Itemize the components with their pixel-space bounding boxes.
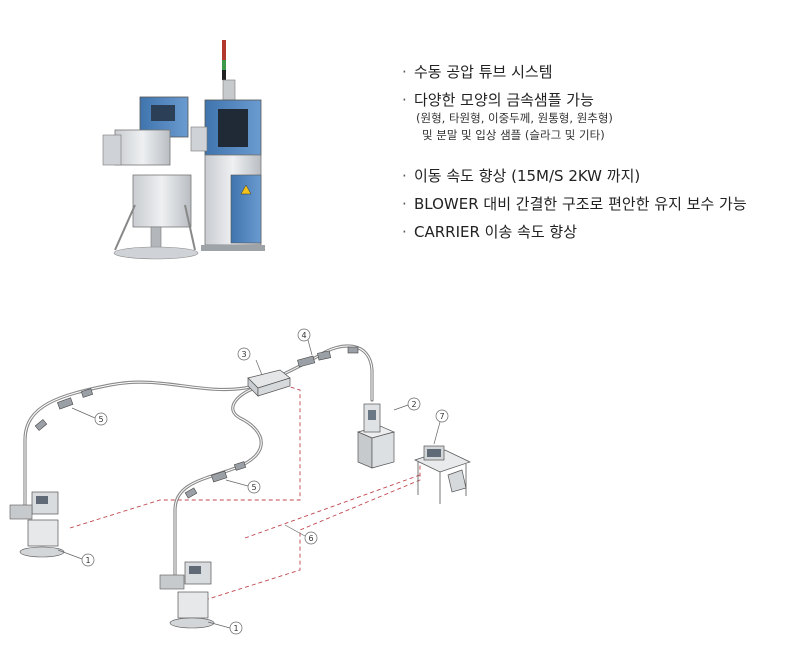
system-layout-diagram: 1 1 2 3 4 5 5 6 7 (9, 328, 471, 635)
feature-subtext: (원형, 타원형, 이중두께, 원통형, 원추형) (416, 111, 613, 125)
station-cabinet (356, 403, 396, 469)
callout-3: 3 (237, 347, 251, 361)
tube-fittings (34, 346, 359, 499)
callout-4: 4 (297, 328, 311, 342)
callout-2: 2 (407, 397, 421, 411)
bullet-icon: · (402, 223, 407, 241)
callout-6: 6 (304, 531, 318, 545)
callout-leaders (57, 339, 441, 629)
analyzer-unit-right (159, 561, 215, 629)
analyzer-unit-left (9, 491, 65, 558)
callout-1b: 1 (229, 621, 243, 635)
callout-label: 7 (439, 412, 444, 421)
feature-item: · 수동 공압 튜브 시스템 (402, 62, 792, 82)
feature-item: · 다양한 모양의 금속샘플 가능 (402, 90, 792, 110)
bullet-icon: · (402, 195, 407, 213)
callout-5b: 5 (247, 480, 261, 494)
callout-7: 7 (435, 409, 449, 423)
feature-item: · 이동 속도 향상 (15M/S 2KW 까지) (402, 166, 792, 186)
callout-label: 5 (98, 415, 103, 424)
right-unit (190, 40, 265, 251)
feature-text: 다양한 모양의 금속샘플 가능 (414, 91, 594, 109)
callout-label: 1 (233, 624, 238, 633)
callout-label: 1 (85, 556, 90, 565)
bullet-icon: · (402, 91, 407, 109)
feature-text: BLOWER 대비 간결한 구조로 편안한 유지 보수 가능 (414, 195, 747, 213)
bullet-icon: · (402, 167, 407, 185)
callout-1a: 1 (81, 553, 95, 567)
pc-workstation (414, 445, 471, 504)
pneumatic-tube-inner (24, 345, 373, 580)
feature-text: CARRIER 이송 속도 향상 (414, 223, 578, 241)
feature-subtext: 및 분말 및 입상 샘플 (슬라그 및 기타) (422, 128, 605, 142)
callout-label: 4 (301, 331, 306, 340)
feature-text: 이동 속도 향상 (15M/S 2KW 까지) (414, 167, 641, 185)
left-unit (102, 96, 199, 260)
callout-label: 6 (308, 534, 313, 543)
blower-unit (247, 369, 291, 397)
feature-item: · CARRIER 이송 속도 향상 (402, 222, 792, 242)
callout-label: 2 (411, 400, 416, 409)
feature-text: 수동 공압 튜브 시스템 (414, 63, 553, 81)
callout-label: 3 (241, 350, 246, 359)
bullet-icon: · (402, 63, 407, 81)
feature-list: · 수동 공압 튜브 시스템 · 다양한 모양의 금속샘플 가능 (원형, 타원형,… (402, 62, 792, 242)
feature-item: · BLOWER 대비 간결한 구조로 편안한 유지 보수 가능 (402, 194, 792, 214)
callout-label: 5 (251, 483, 256, 492)
callouts: 1 1 2 3 4 5 5 6 7 (81, 328, 449, 635)
callout-5a: 5 (94, 412, 108, 426)
product-photo (102, 40, 265, 260)
pneumatic-tube (23, 344, 374, 582)
